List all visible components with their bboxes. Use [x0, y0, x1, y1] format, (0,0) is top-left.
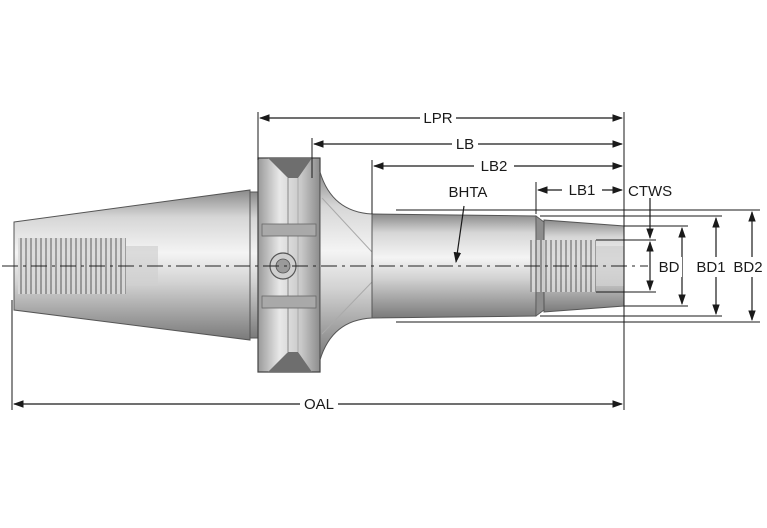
flange: [257, 157, 321, 373]
tool-body: [13, 157, 625, 373]
label-bhta: BHTA: [449, 184, 488, 201]
extension-lines: [11, 112, 760, 410]
label-bd1: BD1: [696, 259, 725, 276]
dimension-labels: LPR LB LB2 LB1 CTWS BHTA BD BD1 BD2 OAL: [300, 108, 766, 413]
label-ctws: CTWS: [628, 183, 672, 200]
extension-body: [371, 213, 537, 319]
label-oal: OAL: [304, 396, 334, 413]
label-lb: LB: [456, 136, 474, 153]
label-bd2: BD2: [733, 259, 762, 276]
label-lb2: LB2: [481, 158, 508, 175]
label-lb1: LB1: [569, 182, 596, 199]
bhta-arrow: [453, 205, 465, 264]
label-lpr: LPR: [423, 110, 452, 127]
label-bd: BD: [659, 259, 680, 276]
